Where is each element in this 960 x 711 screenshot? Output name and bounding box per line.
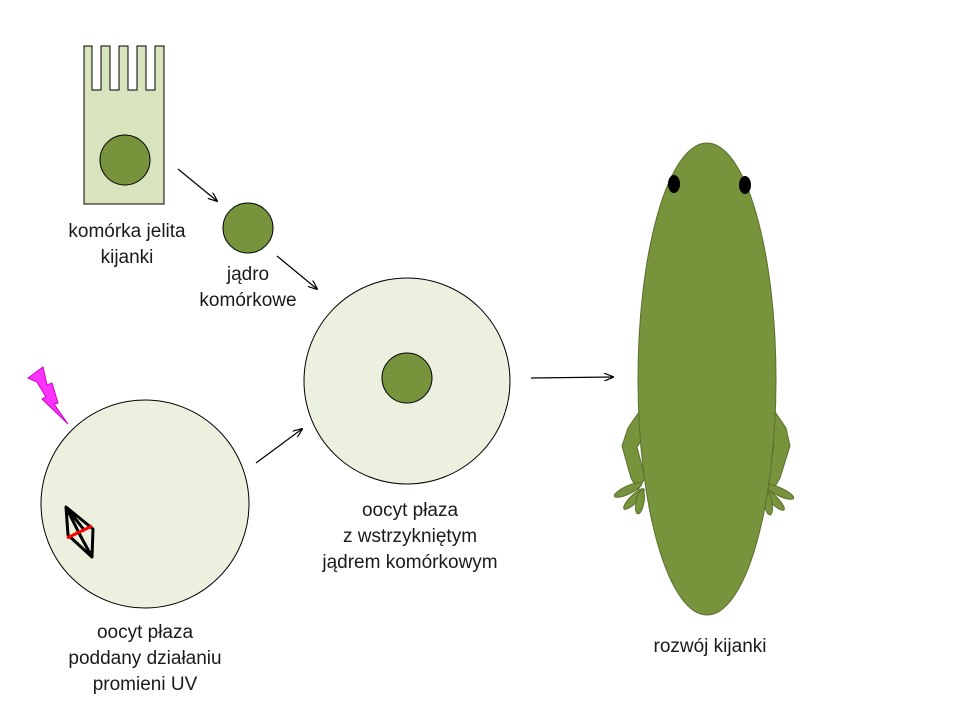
- uv-oocyte-body: [40, 399, 250, 609]
- nucleus-label: jądro komórkowe: [168, 262, 328, 314]
- lightning-bolt-icon: [27, 366, 69, 425]
- nucleus-label-line-2: komórkowe: [199, 290, 297, 311]
- gut-cell: [83, 45, 165, 205]
- uv-oocyte-label-line-2: poddany działaniu: [68, 648, 222, 669]
- nucleus-label-line-1: jądro: [226, 264, 270, 285]
- gut-cell-label: komórka jelita kijanki: [32, 219, 222, 271]
- arrow-nucleus-to-oocyte: [276, 255, 317, 289]
- tadpole-body: [637, 142, 777, 616]
- left-eye-icon: [668, 175, 680, 193]
- gut-cell-nucleus: [99, 134, 151, 186]
- tadpole-label: rozwój kijanki: [610, 634, 810, 660]
- arrow-cell-to-nucleus: [177, 168, 217, 201]
- injected-oocyte-label-line-1: oocyt płaza: [361, 500, 459, 521]
- spindle-icon: [64, 505, 95, 559]
- arrow-oocyte-to-tadpole: [530, 377, 613, 378]
- injected-oocyte: [303, 277, 511, 485]
- uv-oocyte-label: oocyt płaza poddany działaniu promieni U…: [40, 620, 250, 698]
- gut-cell-label-line-2: kijanki: [100, 247, 154, 268]
- uv-oocyte-label-line-3: promieni UV: [92, 674, 198, 695]
- right-eye-icon: [739, 176, 751, 194]
- uv-oocyte-label-line-1: oocyt płaza: [96, 622, 194, 643]
- injected-oocyte-label: oocyt płaza z wstrzykniętym jądrem komór…: [290, 498, 530, 576]
- uv-treated-oocyte: [40, 399, 250, 609]
- arrow-uv-to-injected: [255, 429, 302, 464]
- spindle-mark: [66, 524, 93, 540]
- injected-nucleus: [381, 352, 433, 404]
- injected-oocyte-label-line-2: z wstrzykniętym: [342, 526, 478, 547]
- isolated-nucleus: [222, 202, 274, 254]
- gut-cell-label-line-1: komórka jelita: [68, 221, 186, 242]
- tadpole: [613, 142, 795, 616]
- injected-oocyte-label-line-3: jądrem komórkowym: [322, 552, 498, 573]
- tadpole-label-line-1: rozwój kijanki: [653, 636, 767, 657]
